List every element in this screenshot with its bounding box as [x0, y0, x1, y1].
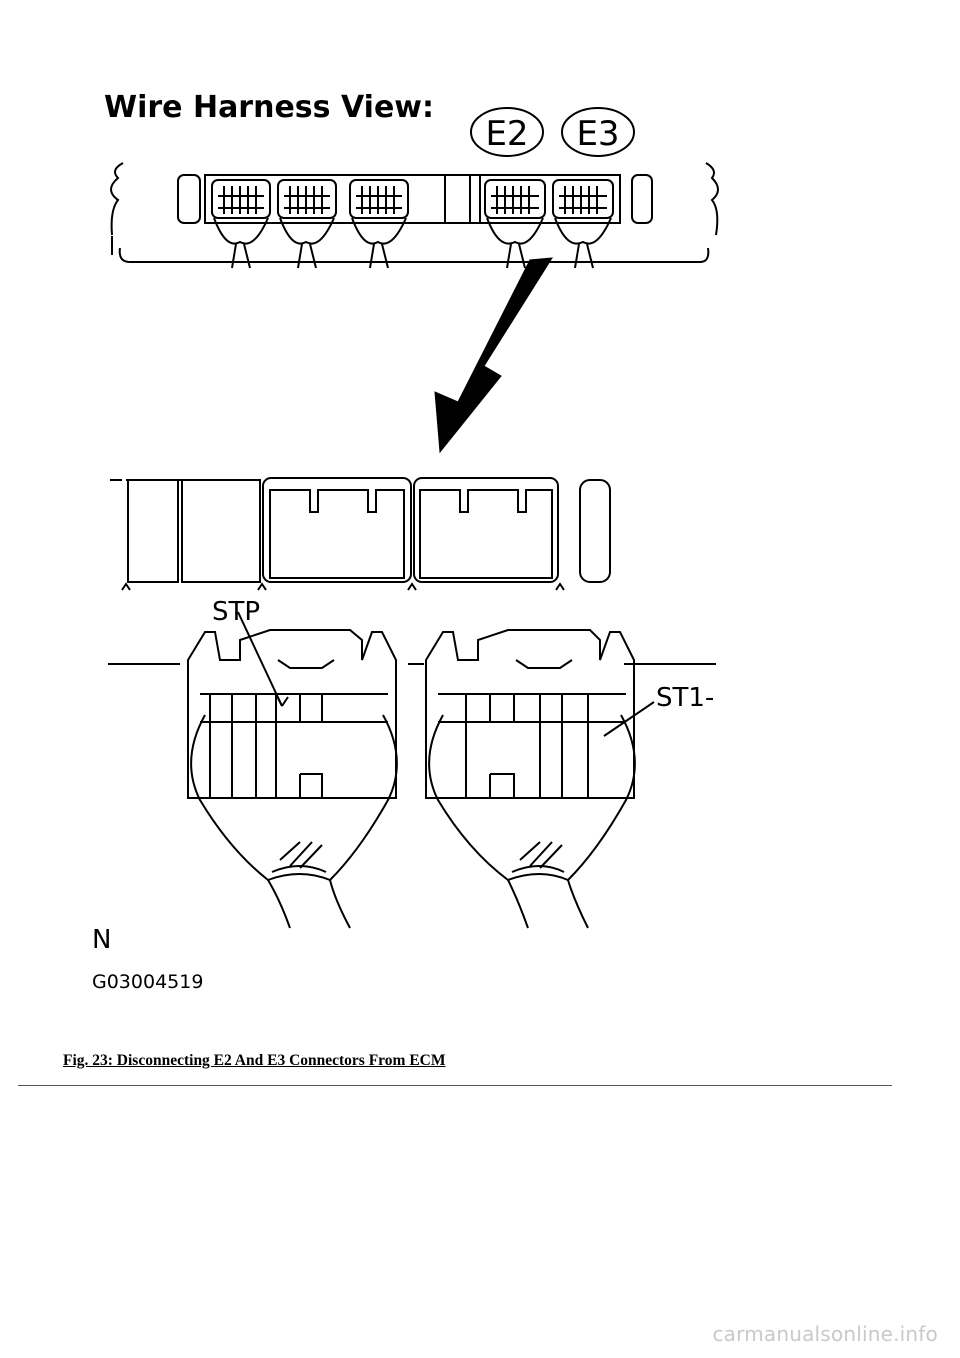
e2-connector	[187, 629, 398, 929]
diagram-heading: Wire Harness View:	[104, 90, 434, 125]
horizontal-rule	[18, 1085, 892, 1086]
connector-e3-small	[552, 179, 614, 269]
watermark: carmanualsonline.info	[712, 1322, 938, 1346]
figure-code: G03004519	[92, 971, 203, 993]
direction-arrow	[434, 257, 553, 454]
e3-label-bubble	[561, 107, 635, 157]
view-mark: N	[92, 925, 111, 955]
stp-terminal-label: STP	[212, 597, 260, 627]
ecm-socket-outline	[110, 477, 611, 591]
e2-label-bubble	[470, 107, 544, 157]
figure-caption[interactable]: Fig. 23: Disconnecting E2 And E3 Connect…	[63, 1052, 446, 1069]
wire-harness-diagram: Wire Harness View: E2 E3 STP ST1- N G030…	[92, 90, 719, 993]
connector-e2-small	[484, 179, 546, 269]
e3-connector	[425, 629, 636, 929]
connector-2	[277, 179, 337, 269]
connector-1	[211, 179, 271, 269]
e2-connector-label: E2	[485, 114, 528, 154]
connector-3	[349, 179, 409, 269]
ecm-overview	[110, 107, 719, 269]
st1-terminal-label: ST1-	[656, 683, 714, 713]
e3-connector-label: E3	[576, 114, 619, 154]
